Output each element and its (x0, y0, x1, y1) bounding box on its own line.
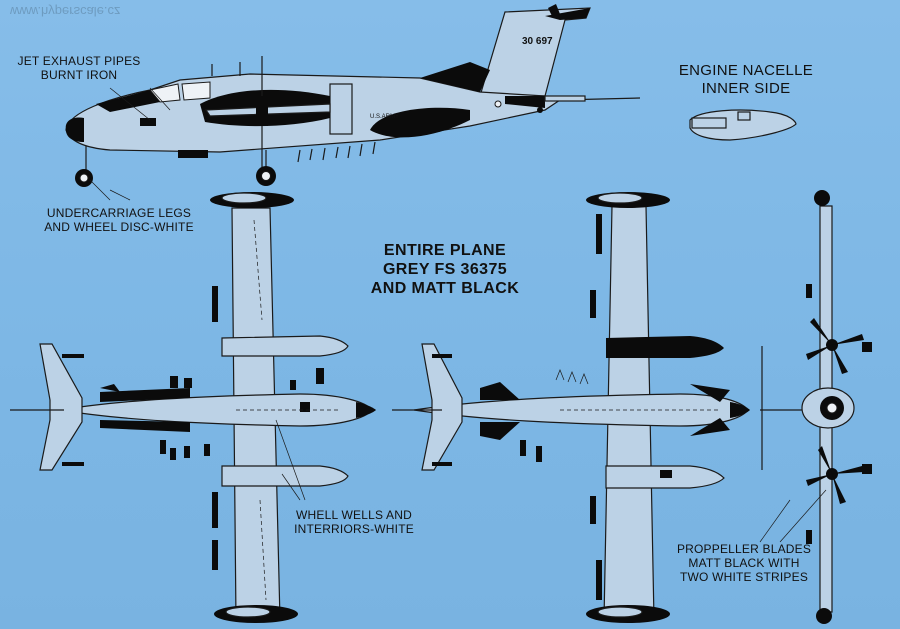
label-wheel-wells: WHELL WELLS AND INTERRIORS-WHITE (294, 508, 414, 537)
bottom-tailplane (421, 343, 463, 471)
label-entire-plane: ENTIRE PLANE GREY FS 36375 AND MATT BLAC… (370, 242, 520, 297)
label-exhaust: JET EXHAUST PIPES BURNT IRON (17, 54, 141, 83)
bottom-view (392, 192, 750, 623)
fuselage-marking: U.S.ARMY (370, 114, 399, 120)
side-fin-top (545, 8, 590, 20)
leader-lines (89, 87, 827, 543)
label-undercarriage: UNDERCARRIAGE LEGS AND WHEEL DISC-WHITE (44, 206, 194, 235)
top-view (10, 192, 376, 623)
top-tailplane (39, 343, 83, 471)
nacelle-inner-side (689, 109, 797, 141)
label-nacelle: ENGINE NACELLE INNER SIDE (678, 62, 814, 97)
side-fin (479, 7, 591, 97)
side-nose (65, 117, 84, 142)
front-propeller-upper (806, 318, 864, 374)
side-view (65, 4, 641, 187)
front-view (760, 190, 872, 624)
label-propeller: PROPPELLER BLADES MATT BLACK WITH TWO WH… (676, 542, 812, 585)
tail-number: 30 697 (522, 36, 553, 47)
front-propeller-lower (806, 446, 864, 504)
